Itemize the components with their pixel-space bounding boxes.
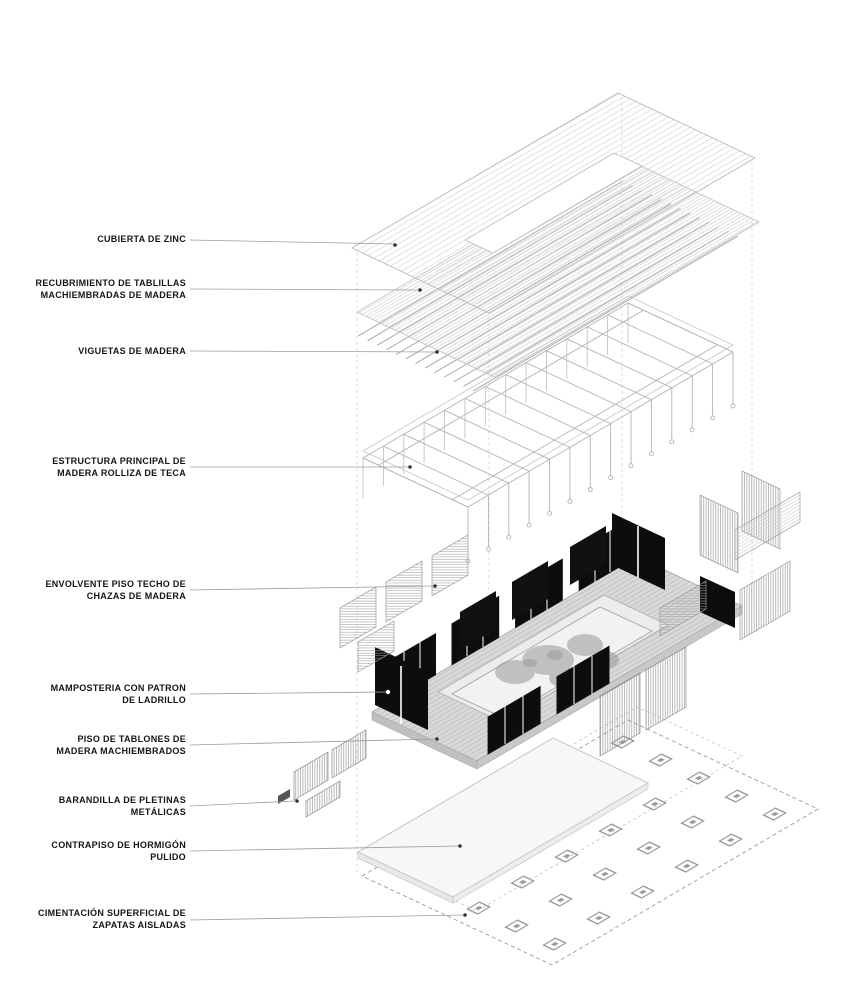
zinc-roof-layer [351, 92, 756, 314]
label-recubrimiento-tablillas: RECUBRIMIENTO DE TABLILLAS MACHIEMBRADAS… [35, 278, 186, 300]
courtyard [437, 594, 669, 723]
label-estructura-principal: ESTRUCTURA PRINCIPAL DE MADERA ROLLIZA D… [52, 456, 186, 478]
label-viguetas-de-madera: VIGUETAS DE MADERA [78, 346, 186, 356]
leader-lines [189, 239, 467, 921]
label-mamposteria-ladrillo: MAMPOSTERIA CON PATRON DE LADRILLO [50, 683, 186, 705]
masonry-walls-layer [375, 513, 735, 755]
roof-skylight-opening [464, 152, 643, 254]
label-contrapiso-hormigon: CONTRAPISO DE HORMIGÓN PULIDO [51, 840, 186, 862]
label-cimentacion-zapatas: CIMENTACIÓN SUPERFICIAL DE ZAPATAS AISLA… [38, 908, 186, 930]
timber-columns-back [362, 303, 629, 498]
metal-railing-panels [278, 646, 687, 818]
main-structure-layer [362, 295, 736, 564]
label-envolvente-piso-techo: ENVOLVENTE PISO TECHO DE CHAZAS DE MADER… [45, 579, 186, 601]
concrete-subfloor-slab [357, 737, 649, 904]
label-barandilla-pletinas: BARANDILLA DE PLETINAS METÁLICAS [58, 795, 186, 817]
chaza-envelope-panels [339, 470, 801, 673]
label-piso-de-tablones: PISO DE TABLONES DE MADERA MACHIEMBRADOS [56, 734, 186, 756]
label-cubierta-de-zinc: CUBIERTA DE ZINC [97, 234, 186, 244]
timber-columns-front [465, 352, 736, 564]
